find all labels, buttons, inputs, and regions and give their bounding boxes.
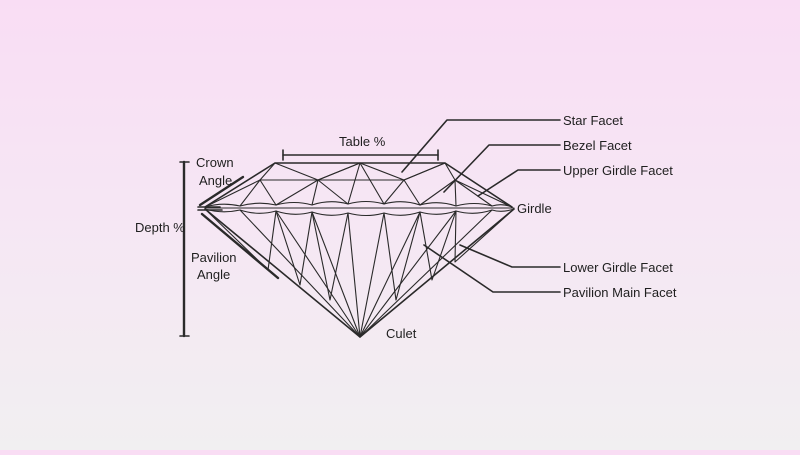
pavilion-angle-indicator: Pavilion Angle bbox=[191, 209, 280, 282]
table-label: Table % bbox=[339, 134, 386, 149]
star-facet-label: Star Facet bbox=[563, 113, 623, 128]
pavilion-main-facet-leader bbox=[423, 244, 561, 293]
pavilion-angle-label-line2: Angle bbox=[197, 267, 230, 282]
diamond bbox=[204, 162, 515, 338]
crown-facets bbox=[204, 162, 513, 208]
depth-dimension: Depth % bbox=[135, 160, 190, 338]
crown-angle-label-line1: Crown bbox=[196, 155, 234, 170]
girdle-label: Girdle bbox=[517, 201, 552, 216]
lower-girdle-facet-label: Lower Girdle Facet bbox=[563, 260, 673, 275]
girdle-band bbox=[204, 200, 515, 217]
lower-girdle-facet-leader bbox=[459, 244, 561, 268]
depth-label: Depth % bbox=[135, 220, 185, 235]
upper-girdle-facet-leader bbox=[477, 169, 561, 197]
table-dimension: Table % bbox=[282, 134, 439, 161]
crown-angle-label-line2: Angle bbox=[199, 173, 232, 188]
star-facet-leader bbox=[401, 119, 561, 173]
pavilion-outline bbox=[204, 208, 515, 338]
pavilion-facets bbox=[204, 208, 515, 338]
bezel-facet-leader bbox=[443, 144, 561, 193]
upper-girdle-facet-label: Upper Girdle Facet bbox=[563, 163, 673, 178]
culet-label: Culet bbox=[386, 326, 417, 341]
callout-leaders bbox=[401, 119, 561, 293]
crown-angle-indicator: Crown Angle bbox=[196, 155, 245, 208]
callout-labels: Star Facet Bezel Facet Upper Girdle Face… bbox=[563, 113, 677, 300]
pavilion-angle-label-line1: Pavilion bbox=[191, 250, 237, 265]
pavilion-main-facet-label: Pavilion Main Facet bbox=[563, 285, 677, 300]
bezel-facet-label: Bezel Facet bbox=[563, 138, 632, 153]
